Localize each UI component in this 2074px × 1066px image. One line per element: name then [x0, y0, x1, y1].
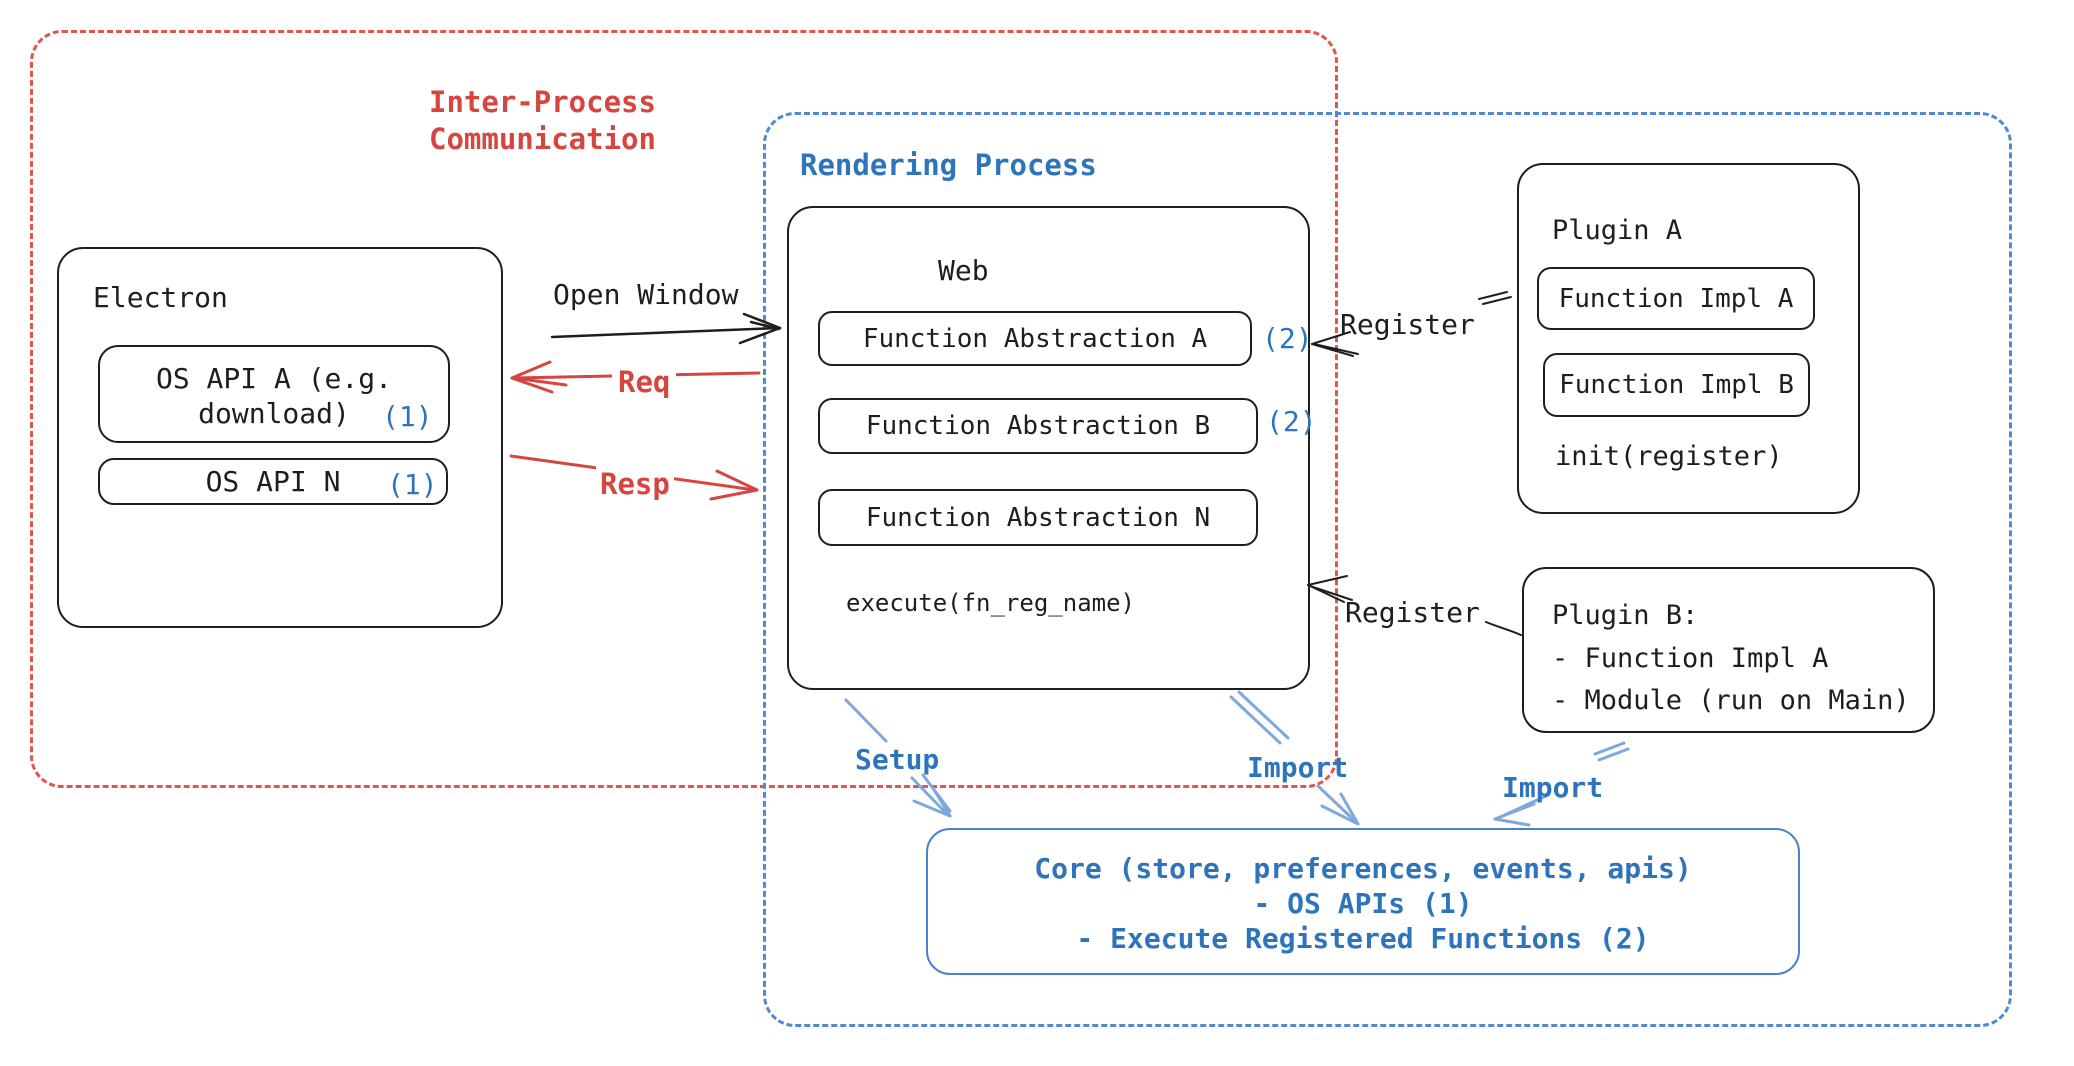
import-right-label: Import	[1502, 771, 1604, 804]
init-register-label: init(register)	[1555, 441, 1783, 472]
plugin-a-title: Plugin A	[1552, 215, 1683, 246]
os-api-a-badge: (1)	[382, 400, 433, 433]
web-title: Web	[938, 254, 989, 287]
plugin-b-item-module: - Module (run on Main)	[1552, 685, 1910, 716]
core-box: Core (store, preferences, events, apis) …	[926, 828, 1800, 975]
os-api-n-badge: (1)	[387, 468, 438, 501]
function-abstraction-a-badge: (2)	[1262, 322, 1313, 355]
os-api-a-label-line2: download)	[198, 397, 350, 430]
function-abstraction-b-badge: (2)	[1266, 405, 1317, 438]
ipc-label-line1: Inter-Process	[429, 85, 656, 119]
function-impl-b-label: Function Impl B	[1559, 370, 1794, 400]
function-abstraction-b-box: Function Abstraction B	[818, 398, 1258, 454]
register-bottom-label: Register	[1345, 596, 1480, 629]
function-impl-a-box: Function Impl A	[1537, 267, 1815, 330]
core-line-1: Core (store, preferences, events, apis)	[1034, 852, 1692, 885]
execute-label: execute(fn_reg_name)	[846, 589, 1135, 617]
resp-label: Resp	[596, 466, 674, 502]
import-mid-label: Import	[1247, 751, 1349, 784]
function-abstraction-a-label: Function Abstraction A	[862, 323, 1208, 354]
ipc-label-line2: Communication	[429, 122, 656, 156]
os-api-n-label: OS API N	[205, 465, 341, 498]
open-window-label: Open Window	[553, 278, 739, 311]
function-abstraction-a-box: Function Abstraction A	[818, 311, 1252, 366]
function-impl-a-label: Function Impl A	[1558, 283, 1794, 314]
rendering-region-label: Rendering Process	[800, 148, 1097, 182]
os-api-a-label-line1: OS API A (e.g.	[155, 362, 392, 395]
function-impl-b-box: Function Impl B	[1543, 353, 1810, 417]
plugin-a-box	[1517, 163, 1860, 514]
plugin-b-title: Plugin B:	[1552, 600, 1699, 631]
electron-title: Electron	[93, 281, 228, 314]
req-label: Req	[612, 364, 677, 400]
plugin-b-box	[1522, 567, 1935, 733]
setup-label: Setup	[855, 743, 940, 776]
function-abstraction-n-label: Function Abstraction N	[865, 502, 1211, 533]
core-line-2: - OS APIs (1)	[1253, 887, 1473, 920]
core-line-3: - Execute Registered Functions (2)	[1076, 922, 1650, 955]
rendering-region-box	[763, 112, 2012, 1027]
register-top-label: Register	[1340, 308, 1475, 341]
plugin-b-item-function-impl-a: - Function Impl A	[1552, 643, 1829, 674]
os-api-a-box: OS API A (e.g. download) (1)	[98, 345, 450, 443]
ipc-region-box	[30, 30, 1338, 788]
os-api-n-box: OS API N (1)	[98, 458, 448, 505]
function-abstraction-b-label: Function Abstraction B	[865, 411, 1211, 441]
function-abstraction-n-box: Function Abstraction N	[818, 489, 1258, 546]
